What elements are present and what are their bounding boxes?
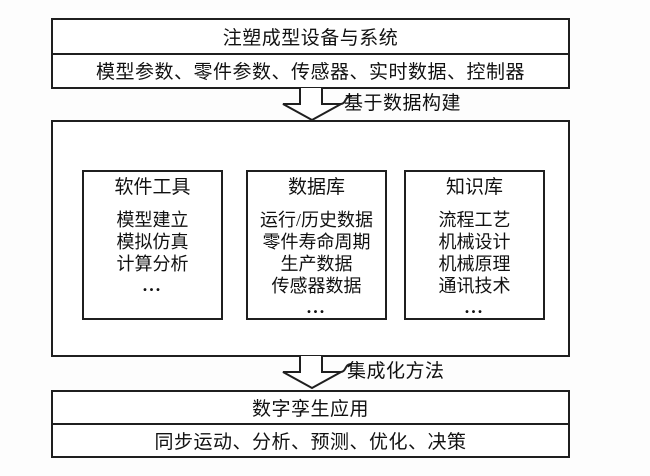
ellipsis-label: ... [464,297,485,317]
ellipsis-label: ... [142,275,163,295]
software-tools-title: 软件工具 [114,177,191,198]
list-item: 零件寿命周期 [262,232,371,252]
knowledge-base-panel: 知识库 流程工艺 机械设计 机械原理 通讯技术 ... [404,170,545,320]
list-item: 模拟仿真 [116,232,189,252]
ellipsis-label: ... [306,297,327,317]
digital-twin-application-title: 数字孪生应用 [53,392,568,425]
list-item: 传感器数据 [271,276,362,296]
arrow2-label: 集成化方法 [347,361,445,382]
down-arrow-icon [282,356,353,390]
list-item: 运行/历史数据 [259,210,373,230]
list-item: 计算分析 [116,254,189,274]
database-items: 运行/历史数据 零件寿命周期 生产数据 传感器数据 [248,209,385,297]
equipment-system-elements: 模型参数、零件参数、传感器、实时数据、控制器 [95,62,525,84]
equipment-system-title: 注塑成型设备与系统 [53,20,568,55]
software-tools-panel: 软件工具 模型建立 模拟仿真 计算分析 ... [82,170,223,320]
data-construction-box: 软件工具 模型建立 模拟仿真 计算分析 ... 数据库 运行/历史数据 零件寿命… [51,120,570,357]
list-item: 机械设计 [438,232,511,252]
database-panel: 数据库 运行/历史数据 零件寿命周期 生产数据 传感器数据 ... [246,170,387,320]
software-tools-items: 模型建立 模拟仿真 计算分析 [84,209,221,275]
digital-twin-application-functions: 同步运动、分析、预测、优化、决策 [154,432,467,453]
list-item: 生产数据 [280,254,353,274]
list-item: 机械原理 [438,254,511,274]
list-item: 模型建立 [116,210,189,230]
equipment-system-box: 注塑成型设备与系统 模型参数、零件参数、传感器、实时数据、控制器 [51,18,570,89]
knowledge-base-title: 知识库 [445,177,503,198]
list-item: 流程工艺 [438,210,511,230]
knowledge-base-items: 流程工艺 机械设计 机械原理 通讯技术 [406,209,543,297]
arrow1-label: 基于数据构建 [344,93,462,114]
list-item: 通讯技术 [438,276,511,296]
digital-twin-application-box: 数字孪生应用 同步运动、分析、预测、优化、决策 [51,390,570,458]
database-title: 数据库 [287,177,345,198]
